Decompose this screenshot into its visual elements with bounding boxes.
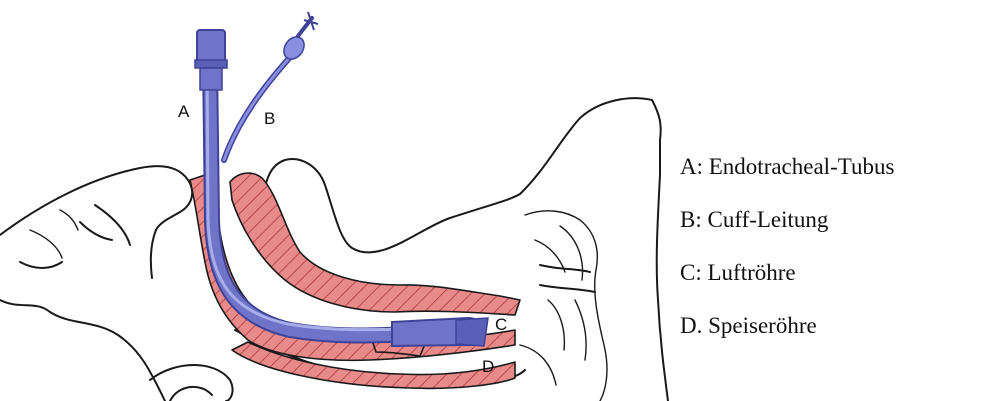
legend-item-d: D. Speiseröhre [680, 299, 894, 352]
tissue-regions [190, 173, 520, 388]
legend-item-a: A: Endotracheal-Tubus [680, 140, 894, 193]
legend: A: Endotracheal-Tubus B: Cuff-Leitung C:… [680, 140, 894, 352]
label-c: C [495, 315, 507, 334]
label-a: A [178, 102, 190, 121]
legend-item-b: B: Cuff-Leitung [680, 193, 894, 246]
cuff-line [224, 12, 318, 160]
legend-item-c: C: Luftröhre [680, 246, 894, 299]
label-b: B [264, 109, 275, 128]
label-d: D [482, 357, 494, 376]
